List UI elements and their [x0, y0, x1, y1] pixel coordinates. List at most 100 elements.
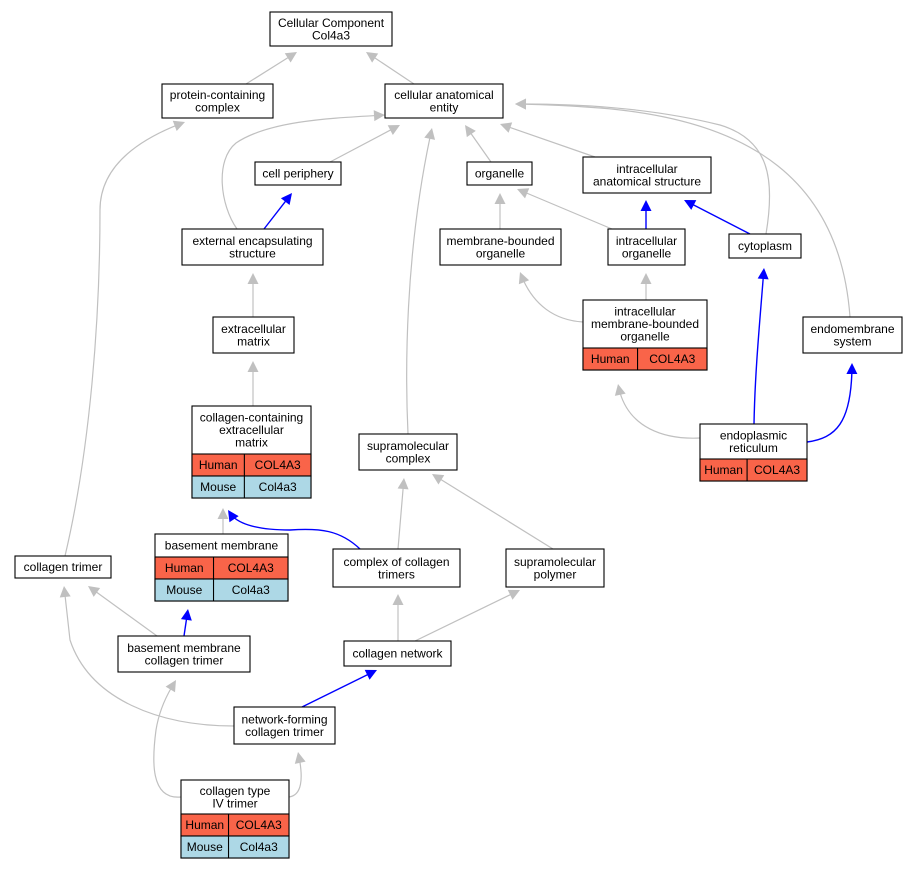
- node-organelle[interactable]: organelle: [466, 161, 533, 186]
- node-box: [343, 640, 452, 667]
- annotation-row-mouse: [191, 475, 312, 499]
- node-box: [802, 316, 903, 354]
- edge-cellular-anatomical-entity-to-root: [365, 51, 415, 85]
- edge-membrane-bounded-organelle-to-organelle: [494, 193, 506, 229]
- is-a-edge: [519, 271, 584, 323]
- is-a-edge: [499, 123, 596, 158]
- edge-arrowhead: [247, 361, 259, 372]
- node-collagen-trimer[interactable]: collagen trimer: [14, 555, 112, 579]
- part-of-edge: [263, 192, 293, 230]
- node-box: [269, 11, 393, 47]
- is-a-edge: [516, 188, 613, 230]
- gene-cell: COL4A3: [228, 561, 274, 575]
- edge-supramolecular-complex-to-cellular-anatomical-entity: [406, 127, 436, 435]
- edge-arrowhead: [515, 98, 527, 110]
- node-cytoplasm[interactable]: cytoplasm: [728, 233, 802, 259]
- species-cell: Human: [185, 818, 224, 832]
- edge-arrowhead: [614, 384, 626, 396]
- node-collagen-network[interactable]: collagen network: [343, 640, 452, 667]
- node-box: [728, 233, 802, 259]
- edge-arrowhead: [247, 273, 259, 284]
- edge-network-forming-collagen-trimer-to-collagen-trimer: [59, 585, 235, 727]
- node-label: entity: [430, 100, 459, 114]
- node-label: polymer: [534, 567, 577, 581]
- edge-basement-membrane-to-collagen-containing-extracellular-matrix: [217, 508, 229, 534]
- node-intracellular-membrane-bounded-organelle[interactable]: intracellularmembrane-boundedorganelleHu…: [582, 299, 708, 371]
- node-collagen-containing-extracellular-matrix[interactable]: collagen-containingextracellularmatrixHu…: [191, 405, 312, 499]
- node-label: basement membrane: [127, 641, 241, 655]
- node-label: structure: [229, 246, 276, 260]
- node-label: matrix: [235, 436, 268, 450]
- edge-endomembrane-system-to-cellular-anatomical-entity: [514, 98, 851, 318]
- species-cell: Human: [199, 458, 238, 472]
- node-label: collagen trimer: [145, 653, 224, 667]
- node-label: external encapsulating: [192, 234, 312, 248]
- node-label: trimers: [378, 567, 415, 581]
- edge-endoplasmic-reticulum-to-cytoplasm: [753, 267, 769, 425]
- part-of-edge: [301, 669, 378, 708]
- node-box: [439, 228, 562, 266]
- node-label: organelle: [622, 246, 672, 260]
- node-box: [332, 548, 461, 588]
- edge-extracellular-matrix-to-external-encapsulating-structure: [247, 273, 259, 317]
- edge-collagen-network-to-supramolecular-polymer: [414, 589, 521, 642]
- gene-cell: COL4A3: [255, 458, 301, 472]
- part-of-edge: [683, 199, 751, 235]
- is-a-edge: [514, 103, 851, 318]
- edge-arrowhead: [165, 680, 176, 693]
- node-box: [358, 433, 458, 471]
- node-box: [466, 161, 533, 186]
- is-a-edge: [414, 589, 521, 642]
- edge-organelle-to-cellular-anatomical-entity: [464, 124, 492, 163]
- node-label: extracellular: [219, 423, 284, 437]
- species-cell: Human: [591, 352, 630, 366]
- is-a-edge: [464, 124, 492, 163]
- node-cell-periphery[interactable]: cell periphery: [254, 161, 342, 186]
- edge-collagen-containing-extracellular-matrix-to-extracellular-matrix: [247, 361, 259, 406]
- species-cell: Mouse: [200, 480, 236, 494]
- edge-arrowhead: [465, 125, 476, 138]
- node-box: [233, 706, 336, 745]
- node-label: cellular anatomical: [394, 88, 493, 102]
- edge-basement-membrane-collagen-trimer-to-collagen-trimer: [87, 585, 158, 637]
- node-label: intracellular: [614, 305, 675, 319]
- node-label: IV trimer: [212, 796, 257, 810]
- is-a-edge: [329, 124, 401, 163]
- node-label: organelle: [475, 167, 525, 181]
- is-a-edge: [514, 103, 771, 235]
- edge-arrowhead: [366, 52, 379, 63]
- part-of-edge: [183, 608, 189, 637]
- annotation-row-mouse: [154, 578, 289, 602]
- edge-arrowhead: [640, 200, 652, 211]
- edge-arrowhead: [684, 200, 697, 210]
- edge-collagen-type-iv-trimer-to-basement-membrane-collagen-trimer: [153, 679, 182, 798]
- is-a-edge: [63, 585, 235, 727]
- is-a-edge: [64, 121, 186, 557]
- node-box: [181, 228, 324, 266]
- node-label: protein-containing: [170, 88, 265, 102]
- node-label: extracellular: [221, 322, 286, 336]
- edge-external-encapsulating-structure-to-cell-periphery: [263, 192, 293, 230]
- edge-arrowhead: [507, 589, 520, 600]
- part-of-edge: [806, 362, 853, 443]
- annotation-row-human: [582, 347, 708, 371]
